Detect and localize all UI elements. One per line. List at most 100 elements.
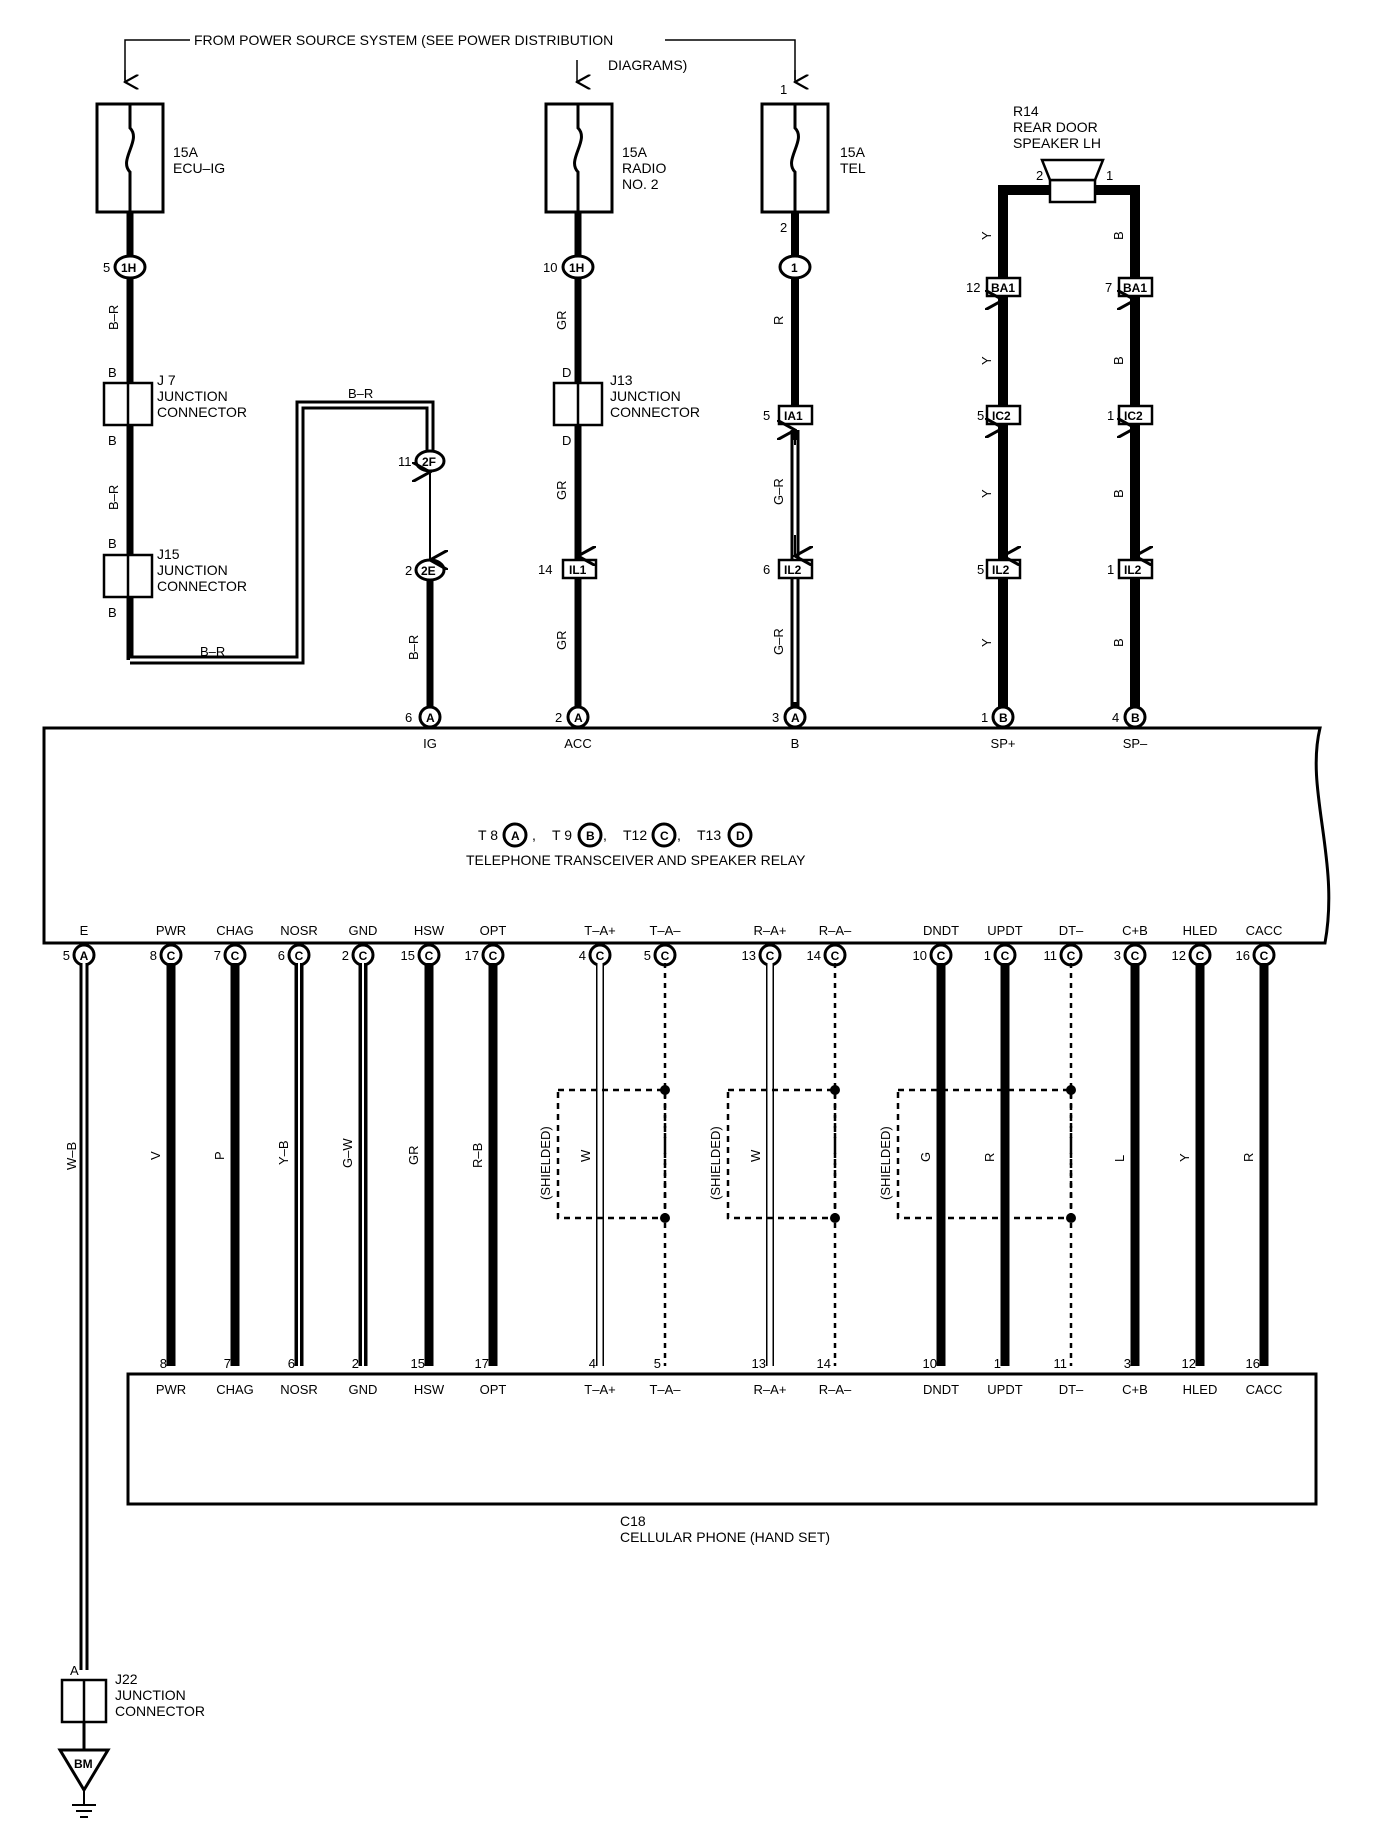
handset-pin-number: 1 [994,1356,1001,1371]
svg-text:Y–B: Y–B [276,1140,291,1165]
handset-terminal-label: UPDT [987,1382,1022,1397]
svg-text:1: 1 [1107,562,1114,577]
svg-text:BM: BM [74,1757,93,1771]
shield-dots [660,1085,1076,1223]
pin-number: 14 [807,948,821,963]
handset-terminal-label: HLED [1183,1382,1218,1397]
svg-text:IL2: IL2 [992,563,1010,577]
svg-text:B–R: B–R [106,305,121,330]
connector-letter: C [231,949,240,963]
bottom-terminal-label: T–A– [649,923,681,938]
svg-text:3: 3 [772,710,779,725]
handset-terminal-label: T–A– [649,1382,681,1397]
svg-text:GR: GR [406,1146,421,1166]
svg-text:4: 4 [1112,710,1119,725]
connector-letter: C [937,949,946,963]
connector-letter: C [661,949,670,963]
svg-text:B: B [108,536,117,551]
svg-text:B: B [1111,356,1126,365]
svg-text:B–R: B–R [200,644,225,659]
svg-text:IA1: IA1 [784,409,803,423]
handset-pin-number: 13 [752,1356,766,1371]
svg-text:R–B: R–B [470,1143,485,1168]
svg-text:P: P [212,1151,227,1160]
pin-number: 12 [1172,948,1186,963]
transceiver-top-pins: A6 A2 A3 B1 B4 [405,705,1147,729]
handset-terminal-label: T–A+ [584,1382,615,1397]
handset-pin-number: 5 [654,1356,661,1371]
svg-text:(SHIELDED): (SHIELDED) [708,1126,723,1200]
handset-pin-number: 8 [160,1356,167,1371]
power-source-note: FROM POWER SOURCE SYSTEM (SEE POWER DIST… [125,32,795,82]
cellular-phone-handset-box: C18 CELLULAR PHONE (HAND SET) [126,1372,1318,1545]
shielded-labels: (SHIELDED) (SHIELDED) (SHIELDED) [538,1126,893,1200]
svg-text:Y: Y [1177,1153,1192,1162]
svg-text:B: B [108,433,117,448]
svg-text:JUNCTION: JUNCTION [157,388,228,404]
svg-text:D: D [562,365,571,380]
pin-number: 11 [1044,948,1058,963]
pin-number: 4 [579,948,586,963]
svg-text:NO. 2: NO. 2 [622,176,659,192]
svg-text:CELLULAR PHONE (HAND SET): CELLULAR PHONE (HAND SET) [620,1529,830,1545]
svg-text:5: 5 [763,408,770,423]
top-terminal-label: SP– [1123,736,1148,751]
handset-pin-number: 14 [817,1356,831,1371]
svg-text:7: 7 [1105,280,1112,295]
svg-text:5: 5 [977,562,984,577]
svg-text:(SHIELDED): (SHIELDED) [878,1126,893,1200]
svg-text:2: 2 [405,563,412,578]
handset-terminal-label: R–A+ [754,1382,787,1397]
svg-text:,: , [603,827,607,843]
handset-terminal-label: C+B [1122,1382,1148,1397]
bottom-terminal-label: HSW [414,923,445,938]
svg-text:CONNECTOR: CONNECTOR [610,404,700,420]
svg-text:B: B [1111,231,1126,240]
handset-terminal-label: GND [349,1382,378,1397]
transceiver-name: TELEPHONE TRANSCEIVER AND SPEAKER RELAY [466,852,806,868]
svg-text:J13: J13 [610,372,633,388]
svg-text:2E: 2E [421,564,436,578]
handset-pin-number: 10 [923,1356,937,1371]
lower-wire-colors: W–B V P Y–B G–W GR R–B W W G R L Y R [64,1138,1256,1170]
bottom-terminal-label: PWR [156,923,186,938]
connector-letter: C [1131,949,1140,963]
handset-pin-number: 16 [1246,1356,1260,1371]
svg-text:Y: Y [979,638,994,647]
svg-text:T 8: T 8 [478,827,498,843]
svg-text:6: 6 [405,710,412,725]
handset-pin-number: 7 [224,1356,231,1371]
svg-text:Y: Y [979,356,994,365]
bottom-terminal-label: CACC [1246,923,1283,938]
svg-text:GR: GR [554,631,569,651]
svg-text:1: 1 [780,82,787,97]
pin-number: 15 [401,948,415,963]
handset-terminal-label: CHAG [216,1382,254,1397]
pin-number: 16 [1236,948,1250,963]
lower-wires [79,963,1269,1670]
connector-letter: C [596,949,605,963]
bottom-terminal-label: T–A+ [584,923,615,938]
svg-text:JUNCTION: JUNCTION [610,388,681,404]
connector-letter: C [425,949,434,963]
svg-text:1H: 1H [569,261,584,275]
svg-text:W: W [748,1149,763,1162]
handset-terminal-label: DNDT [923,1382,959,1397]
svg-text:10: 10 [543,260,557,275]
svg-text:(SHIELDED): (SHIELDED) [538,1126,553,1200]
inline-connectors: 1H 5 1H 10 1 2F 11 2E 2 IA1 5 IL1 14 IL2… [103,254,1154,582]
svg-text:12: 12 [966,280,980,295]
pin-number: 6 [278,948,285,963]
handset-pin-number: 2 [352,1356,359,1371]
svg-text:IL1: IL1 [569,563,587,577]
bottom-terminal-label: E [80,923,89,938]
connector-letter: A [80,949,89,963]
svg-text:W–B: W–B [64,1142,79,1170]
bottom-terminal-label: DNDT [923,923,959,938]
svg-text:GR: GR [554,311,569,331]
svg-text:B: B [1111,489,1126,498]
handset-pin-number: 12 [1182,1356,1196,1371]
connector-letter: C [359,949,368,963]
